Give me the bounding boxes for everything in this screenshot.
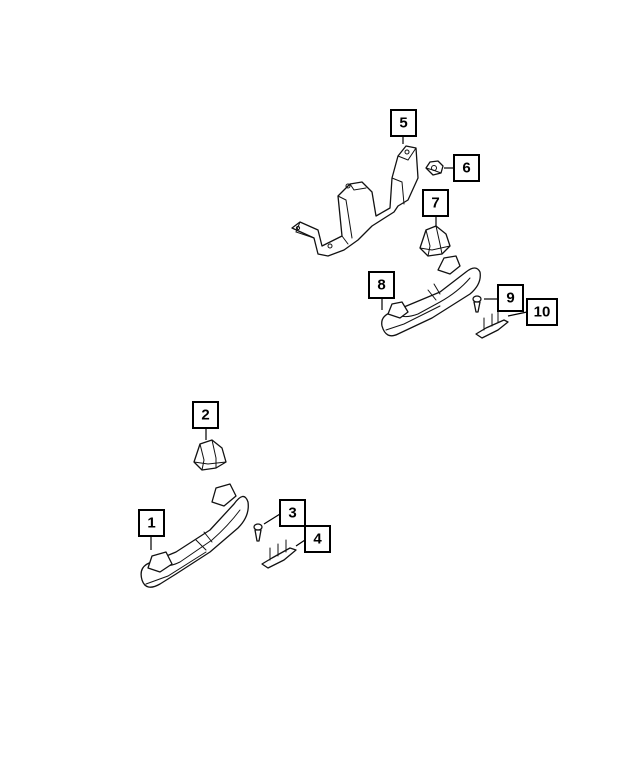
- callout-1-label: 1: [147, 515, 155, 532]
- bracket-part: [291, 145, 419, 257]
- nut-part: [425, 160, 444, 176]
- callout-10: 10: [526, 298, 558, 326]
- assist-handle-lower-part: [140, 483, 249, 588]
- callout-5-label: 5: [399, 115, 407, 132]
- callout-6-label: 6: [462, 160, 470, 177]
- callout-4: 4: [304, 525, 331, 553]
- cap-lower-part: [261, 539, 297, 569]
- cap-upper-part: [475, 311, 509, 339]
- callout-5: 5: [390, 109, 417, 137]
- callout-8: 8: [368, 271, 395, 299]
- callout-3-label: 3: [288, 505, 296, 522]
- callout-2: 2: [192, 401, 219, 429]
- clip-upper-part: [419, 225, 451, 257]
- callout-6: 6: [453, 154, 480, 182]
- clip-lower-part: [193, 439, 227, 471]
- screw-upper-part: [472, 295, 482, 313]
- callout-1: 1: [138, 509, 165, 537]
- callout-10-label: 10: [534, 304, 551, 321]
- callout-9: 9: [497, 284, 524, 312]
- callout-9-label: 9: [506, 290, 514, 307]
- leader-lines: [150, 136, 528, 550]
- callout-7: 7: [422, 189, 449, 217]
- assist-handle-upper-part: [381, 255, 481, 337]
- screw-lower-part: [253, 523, 263, 542]
- callout-2-label: 2: [201, 407, 209, 424]
- callout-4-label: 4: [313, 531, 322, 548]
- callout-3: 3: [279, 499, 306, 527]
- callout-7-label: 7: [431, 195, 439, 212]
- callout-8-label: 8: [377, 277, 385, 294]
